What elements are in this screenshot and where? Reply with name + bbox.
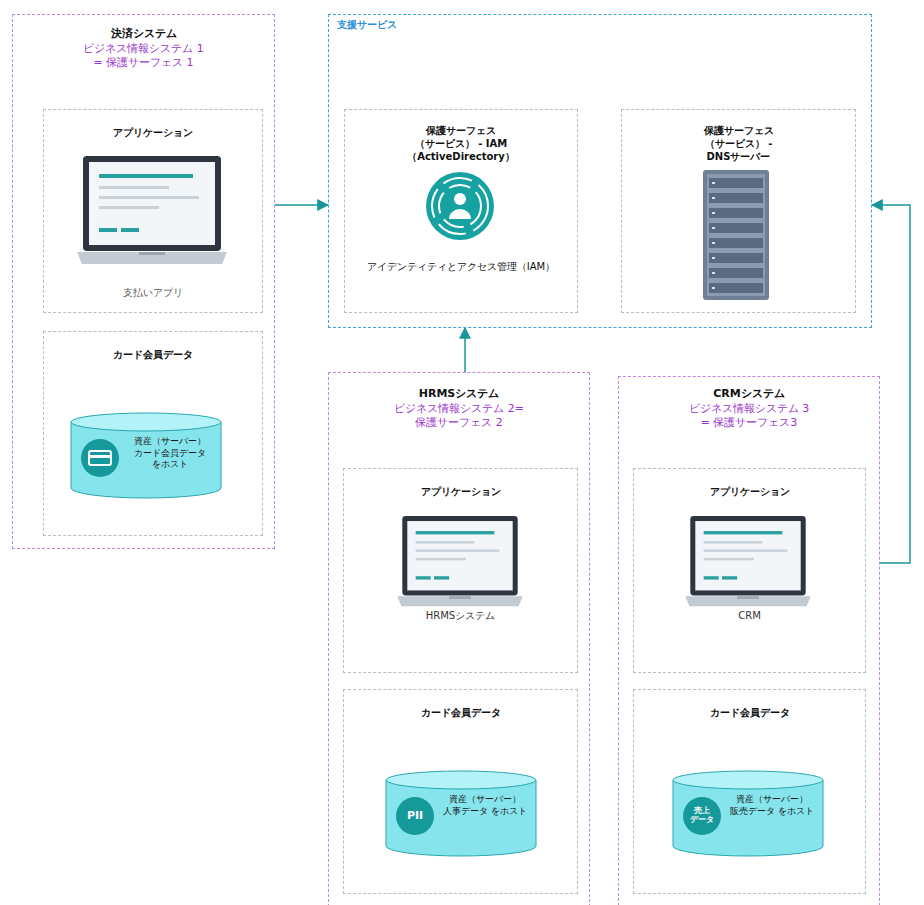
box-title: HRMSシステム (419, 387, 500, 401)
box-title: カード会員データ (113, 348, 193, 361)
system-box: カード会員データ PII資産（サーバー） 人事データ をホスト (343, 689, 578, 894)
box-text: ビジネス情報システム 2= 保護サーフェス 2 (394, 402, 524, 431)
box-text: 支払いアプリ (123, 286, 183, 299)
system-box: アプリケーション CRM (633, 468, 866, 673)
box-text: 資産（サーバー） 販売データ をホスト (726, 794, 818, 817)
box-title: 保護サーフェス （サービス） - IAM（ActiveDirectory） (397, 124, 525, 163)
card-icon (89, 451, 111, 465)
box-title: CRMシステム (713, 387, 785, 401)
box-text: アイデンティティとアクセス管理（IAM） (367, 260, 555, 273)
box-title: アプリケーション (421, 485, 501, 498)
box-title: カード会員データ (710, 706, 790, 719)
connector-arrow (275, 204, 328, 206)
system-box: 保護サーフェス （サービス） - DNSサーバー (621, 109, 856, 313)
system-box: アプリケーション HRMSシステム (343, 468, 578, 673)
iam-icon (426, 172, 494, 240)
box-title: アプリケーション (710, 485, 790, 498)
system-box: 保護サーフェス （サービス） - IAM（ActiveDirectory） アイデ… (344, 109, 578, 313)
icon-circle (396, 797, 434, 835)
system-box: アプリケーション支払いアプリ (43, 109, 263, 313)
box-title: 保護サーフェス （サービス） - DNSサーバー (675, 124, 803, 163)
box-title: アプリケーション (113, 126, 193, 139)
laptop-icon (685, 516, 810, 606)
box-text: 資産（サーバー） 人事データ をホスト (439, 794, 531, 817)
icon-text: PII (396, 797, 434, 835)
system-box: カード会員データ売上 データ資産（サーバー） 販売データ をホスト (633, 689, 866, 894)
system-box: 決済システムビジネス情報システム 1 = 保護サーフェス 1 アプリケーション支払… (12, 14, 275, 549)
box-title: 支援サービス (337, 18, 397, 31)
system-box: CRMシステムビジネス情報システム 3 = 保護サーフェス3 アプリケーション CR… (618, 376, 880, 905)
laptop-icon (77, 156, 227, 264)
box-title: 決済システム (111, 27, 177, 41)
storage-cylinder: 売上 データ資産（サーバー） 販売データ をホスト (672, 770, 824, 858)
box-text: HRMSシステム (426, 609, 495, 622)
icon-circle (683, 797, 721, 835)
icon-circle (81, 439, 119, 477)
box-text: 資産（サーバー） カード会員データ をホスト (124, 436, 216, 471)
system-box: HRMSシステムビジネス情報システム 2= 保護サーフェス 2アプリケーションH… (328, 372, 590, 905)
system-box: 支援サービス保護サーフェス （サービス） - IAM（ActiveDirecto… (328, 14, 872, 328)
connector-arrow (464, 328, 466, 372)
storage-cylinder: PII資産（サーバー） 人事データ をホスト (385, 770, 537, 858)
box-text: CRM (738, 609, 761, 622)
connector-arrow (872, 205, 910, 563)
box-title: カード会員データ (421, 706, 501, 719)
box-text: ビジネス情報システム 1 = 保護サーフェス 1 (82, 42, 206, 71)
system-box: カード会員データ資産（サーバー） カード会員データ をホスト (43, 331, 263, 536)
server-icon (703, 170, 769, 300)
icon-text: 売上 データ (683, 797, 721, 835)
storage-cylinder: 資産（サーバー） カード会員データ をホスト (70, 412, 222, 500)
box-text: ビジネス情報システム 3 = 保護サーフェス3 (688, 402, 810, 431)
laptop-icon (397, 516, 522, 606)
